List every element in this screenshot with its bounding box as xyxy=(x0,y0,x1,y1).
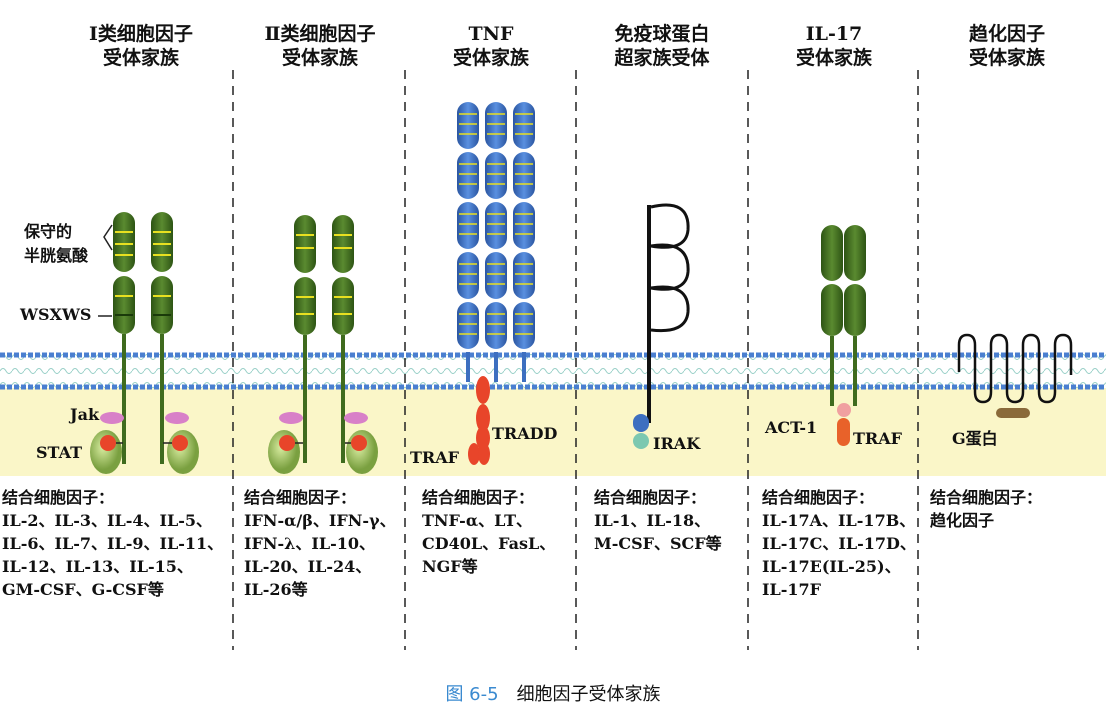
cytokines-tnf: 结合细胞因子： TNF-α、LT、 CD40L、FasL、 NGF等 xyxy=(422,488,556,576)
type2-receptor xyxy=(268,215,378,474)
cytokines-type1: 结合细胞因子： IL-2、IL-3、IL-4、IL-5、 IL-6、IL-7、I… xyxy=(2,488,224,599)
cell-membrane xyxy=(0,352,1106,388)
conserved-cysteine-label: 保守的 半胱氨酸 xyxy=(24,222,89,265)
column-dividers xyxy=(232,70,919,650)
wsxws-label: WSXWS xyxy=(20,305,92,324)
tradd-label: TRADD xyxy=(492,424,558,443)
figure-caption: 图 6-5 细胞因子受体家族 xyxy=(0,680,1106,706)
cytokines-type2: 结合细胞因子： IFN-α/β、IFN-γ、 IFN-λ、IL-10、 IL-2… xyxy=(244,488,396,599)
traf-label-il17: TRAF xyxy=(853,429,902,448)
col-title-il17: IL-17 受体家族 xyxy=(795,23,872,69)
cytokines-ig: 结合细胞因子： IL-1、IL-18、 M-CSF、SCF等 xyxy=(594,488,722,553)
g-protein-label: G蛋白 xyxy=(952,429,998,448)
ig-receptor xyxy=(633,203,690,449)
figure-number: 图 6-5 xyxy=(445,684,499,705)
gpcr-receptor xyxy=(957,333,1073,418)
type1-receptor xyxy=(90,212,199,474)
traf-label-tnf: TRAF xyxy=(410,448,459,467)
col-title-type1: Ⅰ类细胞因子 受体家族 xyxy=(89,23,193,69)
jak-label: Jak xyxy=(70,405,100,424)
cytokines-chemokine: 结合细胞因子： 趋化因子 xyxy=(930,488,1043,530)
act1-label: ACT-1 xyxy=(765,418,818,437)
stat-label: STAT xyxy=(36,443,83,462)
tnf-receptor xyxy=(457,102,535,382)
cytokines-il17: 结合细胞因子： IL-17A、IL-17B、 IL-17C、IL-17D、 IL… xyxy=(762,488,916,599)
col-title-chemokine: 趋化因子 受体家族 xyxy=(968,23,1045,69)
col-title-type2: Ⅱ类细胞因子 受体家族 xyxy=(264,23,376,69)
figure-title: 细胞因子受体家族 xyxy=(516,684,661,705)
il17-receptor xyxy=(821,225,866,446)
tnf-adaptors xyxy=(468,376,490,465)
irak-label: IRAK xyxy=(653,434,701,453)
col-title-ig: 免疫球蛋白 超家族受体 xyxy=(614,23,710,69)
col-title-tnf: TNF 受体家族 xyxy=(452,23,529,69)
